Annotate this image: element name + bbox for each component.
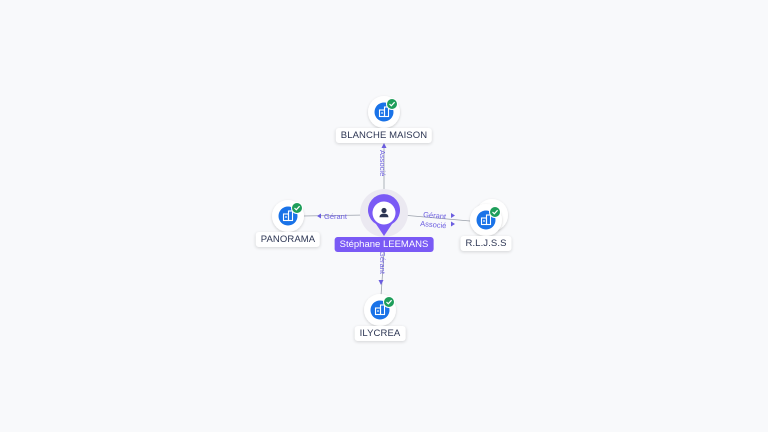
edge-panorama: Gérant — [302, 212, 367, 221]
edge-ilycrea: Gérant — [378, 251, 387, 297]
node-panorama[interactable] — [272, 200, 304, 232]
check-badge-icon — [386, 98, 398, 110]
edge-label-associe-top: Associé — [378, 150, 387, 176]
edge-rljss: Gérant Associé — [401, 210, 471, 230]
edge-label-associe-right: Associé — [420, 219, 447, 230]
company-label-rljss[interactable]: R.L.J.S.S — [460, 236, 512, 251]
building-icon — [282, 210, 294, 222]
edge-label-gerant-right: Gérant — [423, 210, 448, 221]
building-icon — [378, 106, 390, 118]
company-label-blanche-maison[interactable]: BLANCHE MAISON — [335, 128, 433, 143]
node-blanche-maison[interactable] — [368, 96, 400, 128]
check-badge-icon — [489, 206, 501, 218]
building-icon — [480, 214, 492, 226]
building-icon — [374, 304, 386, 316]
node-rljss[interactable] — [470, 199, 508, 236]
edge-blanche-maison: Associé — [378, 143, 387, 193]
company-label-ilycrea[interactable]: ILYCREA — [354, 326, 406, 341]
node-ilycrea[interactable] — [364, 294, 396, 326]
node-person[interactable] — [360, 189, 408, 237]
person-icon — [379, 207, 389, 218]
person-label[interactable]: Stéphane LEEMANS — [334, 237, 434, 252]
check-badge-icon — [383, 296, 395, 308]
company-label-panorama[interactable]: PANORAMA — [255, 232, 321, 247]
check-badge-icon — [291, 202, 303, 214]
edge-label-gerant-bottom: Gérant — [378, 251, 387, 275]
edge-label-gerant-left: Gérant — [324, 212, 348, 221]
